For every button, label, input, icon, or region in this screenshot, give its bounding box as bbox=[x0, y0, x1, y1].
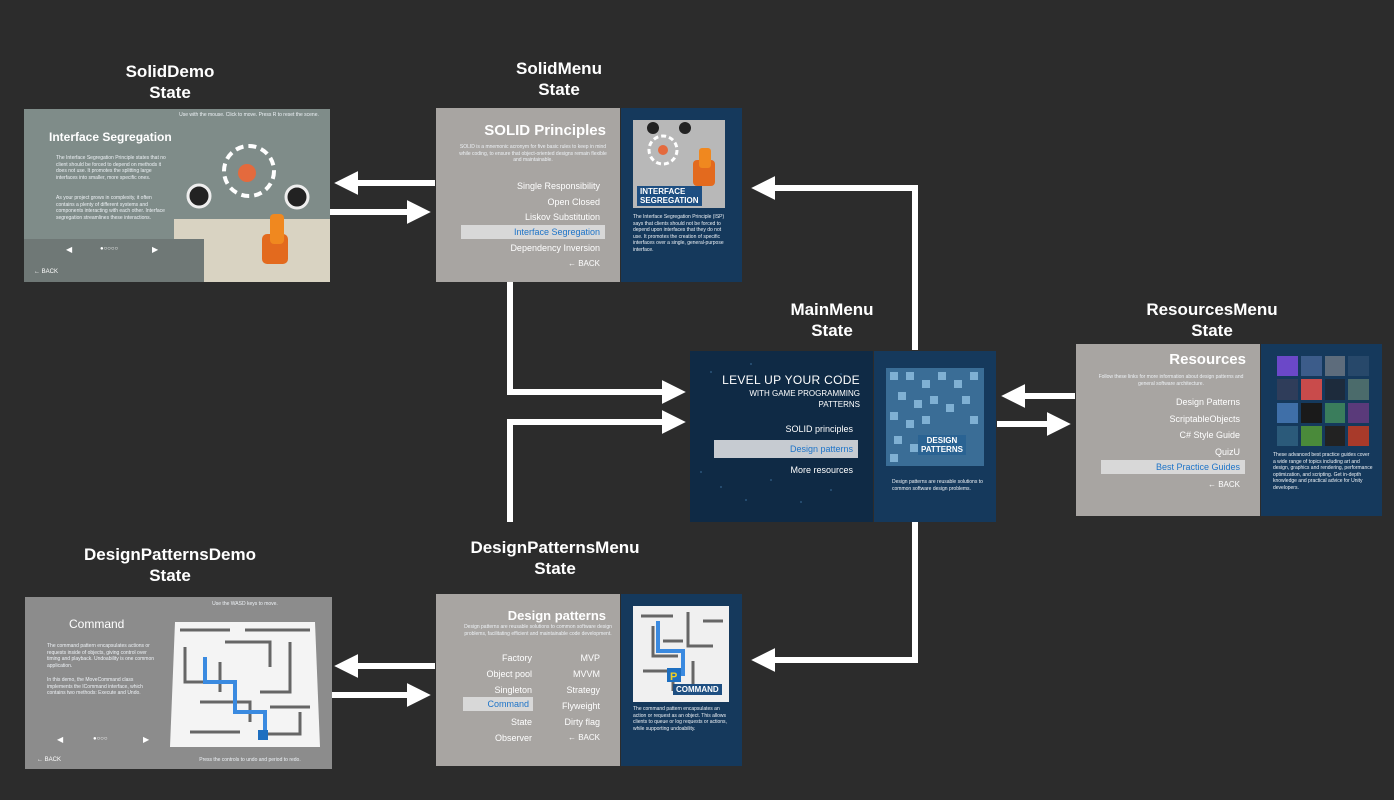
menu-description: Design patterns are reusable solutions t… bbox=[892, 479, 983, 492]
demo-body: The command pattern encapsulates actions… bbox=[47, 643, 154, 669]
next-icon[interactable]: ▶ bbox=[152, 245, 159, 254]
solid-demo-screen: Use with the mouse. Click to move. Press… bbox=[24, 109, 330, 282]
menu-item-style-guide[interactable]: C# Style Guide bbox=[1179, 430, 1240, 440]
menu-item-solid-principles[interactable]: SOLID principles bbox=[785, 424, 853, 434]
arrow-dpmenu-to-mainmenu bbox=[507, 410, 686, 522]
guide-thumbnails bbox=[1277, 356, 1369, 446]
resources-menu-detail: These advanced best practice guides cove… bbox=[1261, 344, 1382, 516]
demo-hint: Use with the mouse. Click to move. Press… bbox=[179, 112, 319, 118]
circuit-pattern bbox=[700, 363, 842, 503]
menu-intro: Follow these links for more information … bbox=[1098, 374, 1244, 387]
player-marker: P bbox=[670, 671, 677, 683]
demo-title: Interface Segregation bbox=[49, 130, 172, 144]
dp-demo-screen: Use the WASD keys to move. Command The c… bbox=[25, 597, 332, 769]
preview-image bbox=[633, 120, 725, 208]
menu-item-command[interactable]: Command bbox=[463, 697, 533, 711]
menu-item-observer[interactable]: Observer bbox=[494, 733, 532, 743]
main-subtitle-2: PATTERNS bbox=[818, 400, 860, 409]
demo-body-2: As your project grows in complexity, it … bbox=[56, 195, 165, 221]
menu-title: SOLID Principles bbox=[484, 122, 606, 139]
menu-item-liskov-substitution[interactable]: Liskov Substitution bbox=[524, 212, 600, 222]
menu-item-interface-segregation[interactable]: Interface Segregation bbox=[461, 225, 605, 239]
menu-item-state[interactable]: State bbox=[510, 717, 532, 727]
robot-arm bbox=[262, 214, 288, 264]
dp-menu-detail: P COMMAND The command pattern encapsulat… bbox=[621, 594, 742, 766]
demo-footer: Press the controls to undo and period to… bbox=[199, 757, 301, 763]
back-button[interactable]: ← BACK bbox=[34, 269, 59, 275]
menu-item-object-pool[interactable]: Object pool bbox=[486, 669, 532, 679]
solid-menu-screen: SOLID Principles SOLID is a mnemonic acr… bbox=[436, 108, 620, 282]
menu-item-dirty-flag[interactable]: Dirty flag bbox=[564, 717, 600, 727]
main-title: LEVEL UP YOUR CODE bbox=[722, 373, 860, 387]
isp-diagram bbox=[186, 144, 310, 210]
menu-item-quizu[interactable]: QuizU bbox=[1214, 447, 1240, 457]
menu-item-open-closed[interactable]: Open Closed bbox=[547, 197, 600, 207]
path-trail bbox=[203, 657, 267, 732]
demo-pager: ●○○○ bbox=[93, 736, 108, 742]
demo-title: Command bbox=[69, 617, 125, 631]
preview-image bbox=[886, 368, 984, 466]
menu-item-design-patterns[interactable]: Design patterns bbox=[714, 440, 858, 458]
menu-title: Design patterns bbox=[507, 608, 606, 623]
demo-pager: ●○○○○ bbox=[100, 246, 119, 252]
menu-item-flyweight[interactable]: Flyweight bbox=[561, 701, 600, 711]
floor-shadow bbox=[24, 239, 204, 282]
menu-description: These advanced best practice guides cove… bbox=[1273, 452, 1373, 491]
main-subtitle: WITH GAME PROGRAMMING bbox=[749, 389, 860, 398]
menu-item-mvvm[interactable]: MVVM bbox=[573, 669, 600, 679]
prev-icon[interactable]: ◀ bbox=[66, 245, 73, 254]
back-button[interactable]: ← BACK bbox=[1207, 480, 1240, 489]
preview-caption: COMMAND bbox=[673, 684, 722, 695]
main-menu-screen: LEVEL UP YOUR CODE WITH GAME PROGRAMMING… bbox=[690, 351, 873, 522]
menu-item-strategy[interactable]: Strategy bbox=[566, 685, 600, 695]
menu-item-design-patterns[interactable]: Design Patterns bbox=[1175, 397, 1240, 407]
next-icon[interactable]: ▶ bbox=[143, 735, 150, 744]
menu-intro: Design patterns are reusable solutions t… bbox=[464, 624, 612, 637]
back-button[interactable]: ← BACK bbox=[567, 733, 600, 742]
menu-item-dependency-inversion[interactable]: Dependency Inversion bbox=[510, 243, 600, 253]
back-button[interactable]: ← BACK bbox=[37, 757, 62, 763]
menu-item-more-resources[interactable]: More resources bbox=[790, 465, 853, 475]
menu-item-mvp[interactable]: MVP bbox=[580, 653, 600, 663]
menu-description: The Interface Segregation Principle (ISP… bbox=[633, 214, 725, 253]
menu-item-single-responsibility[interactable]: Single Responsibility bbox=[516, 181, 600, 191]
menu-title: Resources bbox=[1169, 351, 1246, 368]
dp-menu-screen: Design patterns Design patterns are reus… bbox=[436, 594, 620, 766]
maze bbox=[170, 622, 320, 747]
arrow-solidmenu-to-mainmenu bbox=[507, 282, 686, 404]
menu-item-singleton[interactable]: Singleton bbox=[494, 685, 532, 695]
menu-item-scriptableobjects[interactable]: ScriptableObjects bbox=[1169, 414, 1240, 424]
arrow-mainmenu-to-solidmenu bbox=[751, 176, 918, 350]
back-button[interactable]: ← BACK bbox=[567, 259, 600, 268]
menu-intro: SOLID is a mnemonic acronym for five bas… bbox=[459, 144, 607, 163]
menu-item-best-practice-guides[interactable]: Best Practice Guides bbox=[1101, 460, 1245, 474]
resources-menu-screen: Resources Follow these links for more in… bbox=[1076, 344, 1260, 516]
prev-icon[interactable]: ◀ bbox=[57, 735, 64, 744]
demo-body-2: In this demo, the MoveCommand class impl… bbox=[47, 677, 143, 696]
demo-body: The Interface Segregation Principle stat… bbox=[56, 155, 166, 181]
arrow-mainmenu-to-dpmenu bbox=[751, 522, 918, 672]
menu-description: The command pattern encapsulates an acti… bbox=[633, 706, 727, 732]
menu-item-factory[interactable]: Factory bbox=[501, 653, 532, 663]
demo-hint: Use the WASD keys to move. bbox=[212, 601, 278, 607]
